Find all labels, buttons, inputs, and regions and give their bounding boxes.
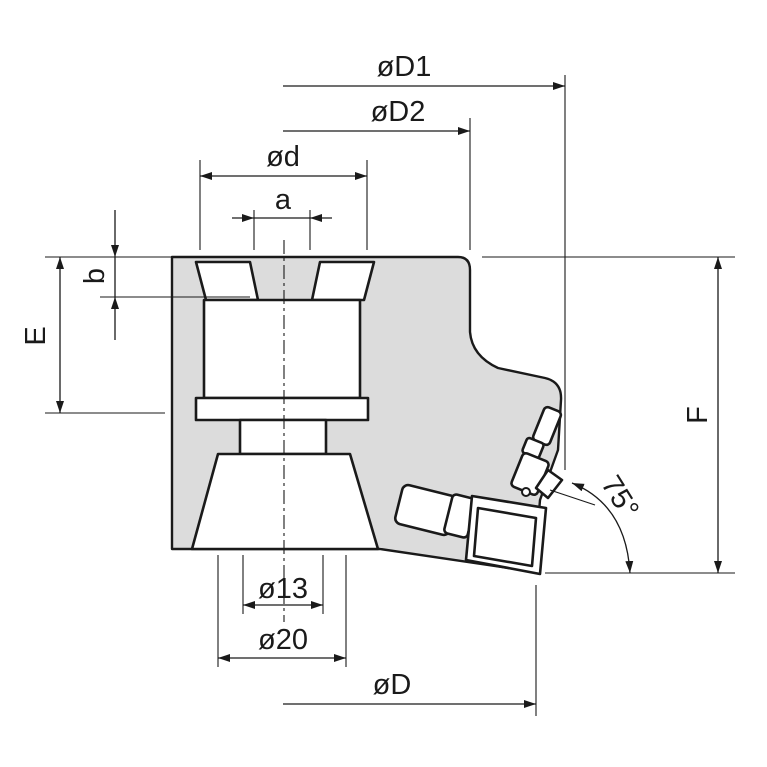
keyway-right-block (310, 260, 376, 302)
label-d13: ø13 (258, 573, 308, 605)
keyway-left-block (194, 260, 260, 302)
label-D2: øD2 (371, 96, 426, 128)
label-E: E (20, 326, 52, 345)
arbor-collar (202, 298, 362, 400)
label-d: ød (266, 141, 300, 173)
label-b: b (79, 268, 111, 284)
arbor-neck (238, 418, 328, 456)
label-a: a (275, 184, 292, 216)
label-D: øD (373, 669, 412, 701)
insert-cartridge (393, 405, 564, 576)
dimension-lines (56, 82, 722, 708)
label-D1: øD1 (377, 51, 432, 83)
label-F: F (682, 406, 714, 424)
bore-taper (190, 452, 380, 551)
label-d20: ø20 (258, 624, 308, 656)
label-angle: 75° (594, 470, 644, 524)
arbor-flange (194, 396, 370, 422)
